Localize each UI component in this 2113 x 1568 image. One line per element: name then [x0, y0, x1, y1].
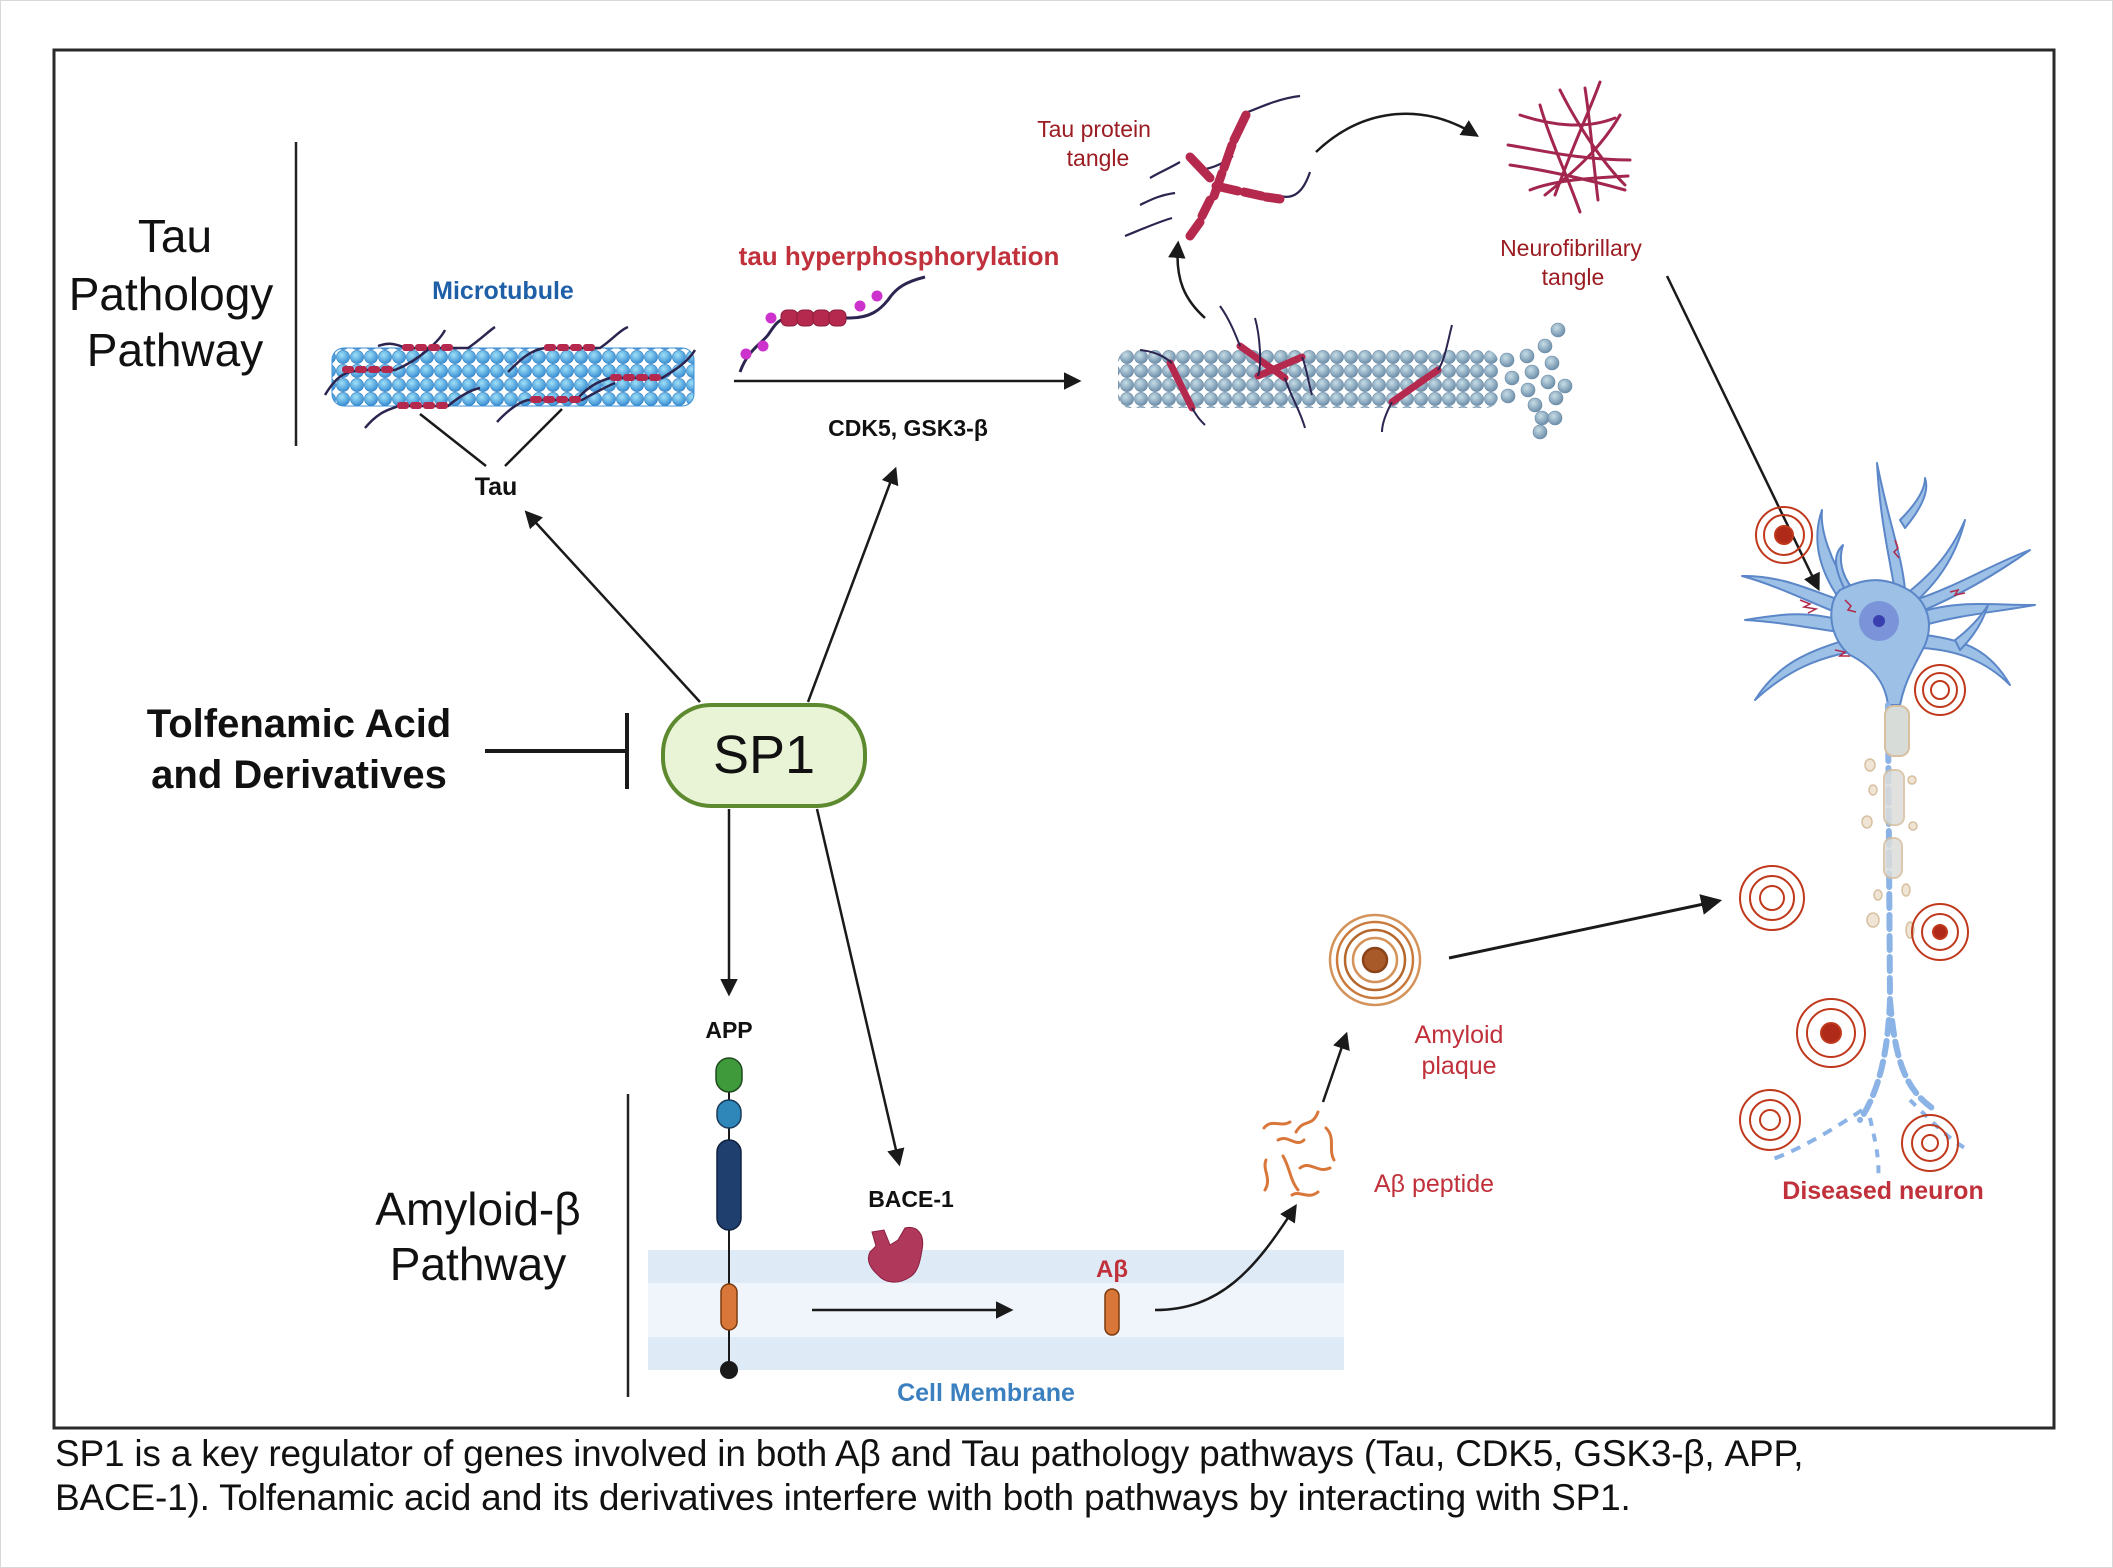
drug-label-line-1: Tolfenamic Acid — [147, 702, 452, 746]
abeta-fragment-icon — [1104, 1288, 1120, 1336]
tau-pathway-title-line-2: Pathology — [69, 268, 274, 320]
tau-pathway-title-line-1: Tau — [138, 210, 212, 262]
microtubule-label: Microtubule — [432, 277, 574, 305]
bace1-label: BACE-1 — [868, 1186, 954, 1212]
nft-label-line-2: tangle — [1542, 264, 1605, 290]
abeta-peptide-icon — [1262, 1110, 1336, 1197]
tau-protein-tangle-icon — [1124, 94, 1312, 241]
abeta-label: Aβ — [1096, 1256, 1128, 1283]
bace1-enzyme-icon — [867, 1226, 924, 1283]
tangle-formation-arrow — [1168, 240, 1206, 319]
diseased-neuron-icon — [1739, 462, 2036, 1181]
amyloid-pathway-title-line-1: Amyloid-β — [375, 1183, 580, 1235]
phosphorylated-tau-icon — [738, 275, 926, 373]
diseased-neuron-label: Diseased neuron — [1782, 1177, 1983, 1205]
inhibition-symbol — [485, 713, 629, 789]
microtubule-icon — [323, 325, 697, 429]
caption-line-2: BACE-1). Tolfenamic acid and its derivat… — [55, 1477, 1631, 1518]
caption-line-1: SP1 is a key regulator of genes involved… — [55, 1433, 1804, 1474]
tau-pointer-lines — [419, 408, 563, 467]
cell-membrane-label: Cell Membrane — [897, 1379, 1075, 1407]
peptide-to-plaque-arrow — [1321, 1031, 1350, 1103]
tau-pathway-title-line-3: Pathway — [87, 324, 263, 376]
tau-label: Tau — [475, 473, 518, 501]
tau-hyperphosphorylation-label: tau hyperphosphorylation — [739, 241, 1060, 271]
figure-caption: SP1 is a key regulator of genes involved… — [55, 1432, 2075, 1520]
kinases-label: CDK5, GSK3-β — [828, 415, 988, 441]
tau-pathway-title: Tau Pathology Pathway — [69, 210, 274, 376]
disintegrating-microtubule-icon — [1118, 305, 1573, 440]
nft-label-line-1: Neurofibrillary — [1500, 235, 1642, 261]
tangle-to-nft-arrow — [1315, 112, 1479, 153]
figure-frame — [52, 48, 2056, 1430]
sp1-node: SP1 — [661, 703, 867, 808]
plaque-label-line-2: plaque — [1421, 1052, 1496, 1080]
plaque-to-neuron-arrow — [1448, 894, 1723, 960]
sp1-to-bace1-arrow — [815, 808, 905, 1167]
sp1-to-kinases-arrow — [806, 466, 899, 703]
sp1-to-tau-arrow — [524, 510, 701, 703]
neuron-plaques — [1739, 506, 1969, 1172]
plaque-label-line-1: Amyloid — [1415, 1021, 1504, 1049]
sp1-regulation-arrows — [524, 466, 905, 1167]
app-label: APP — [705, 1017, 752, 1043]
tau-tangle-label-line-1: Tau protein — [1037, 116, 1151, 142]
amyloid-pathway-title-line-2: Pathway — [390, 1238, 566, 1290]
tau-tangle-label-line-2: tangle — [1067, 145, 1130, 171]
sp1-label: SP1 — [713, 725, 815, 785]
drug-label-line-2: and Derivatives — [151, 753, 447, 797]
amyloid-plaque-icon — [1328, 913, 1422, 1007]
neurofibrillary-tangle-icon — [1506, 80, 1632, 214]
abeta-release-arrow — [1154, 1204, 1297, 1312]
abeta-peptide-label: Aβ peptide — [1374, 1170, 1494, 1198]
app-protein-icon — [715, 1057, 743, 1379]
